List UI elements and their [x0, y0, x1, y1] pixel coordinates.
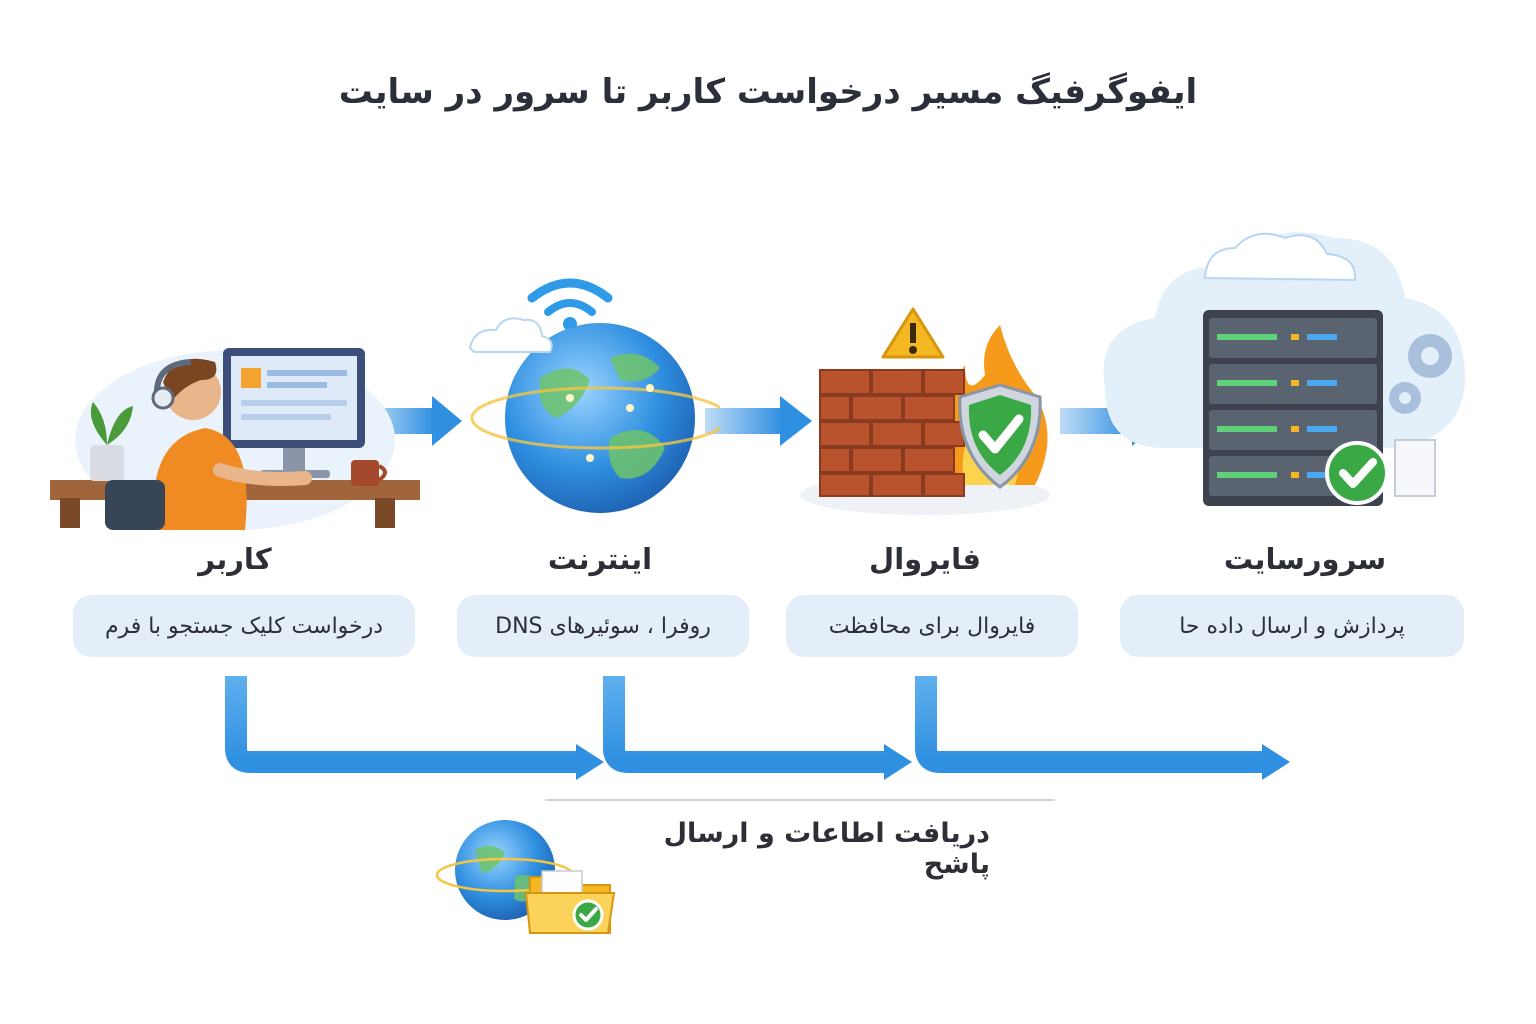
return-arrowhead-3 [1262, 744, 1290, 780]
stage-desc-firewall: فایروال برای محافظت [786, 595, 1078, 657]
globe-network-icon [468, 278, 720, 513]
stage-desc-user: درخواست کلیک جستجو با فرم [73, 595, 415, 657]
globe-folder-icon [435, 820, 616, 934]
firewall-shield-icon [800, 307, 1050, 515]
response-label: دریافت اطاعات و ارسال پاشح [663, 818, 990, 880]
stage-desc-server: پردازش و ارسال داده حا [1120, 595, 1464, 657]
page-title: ایفوگرفیگ مسیر درخواست کاربر تا سرور در … [338, 72, 1198, 112]
stage-name-server: سرورسایت [1223, 542, 1387, 576]
stage-desc-internet: روفرا ، سوئیرهای DNS [457, 595, 749, 657]
server-rack-icon [1103, 232, 1465, 506]
stage-name-user: کاربر [198, 542, 272, 576]
return-route [225, 676, 1315, 773]
stage-name-firewall: فایروال [869, 542, 981, 576]
stage-name-internet: اینترنت [547, 542, 653, 576]
return-arrowhead-1 [576, 744, 604, 780]
return-arrowhead-2 [884, 744, 912, 780]
user-at-computer-icon [50, 348, 420, 530]
